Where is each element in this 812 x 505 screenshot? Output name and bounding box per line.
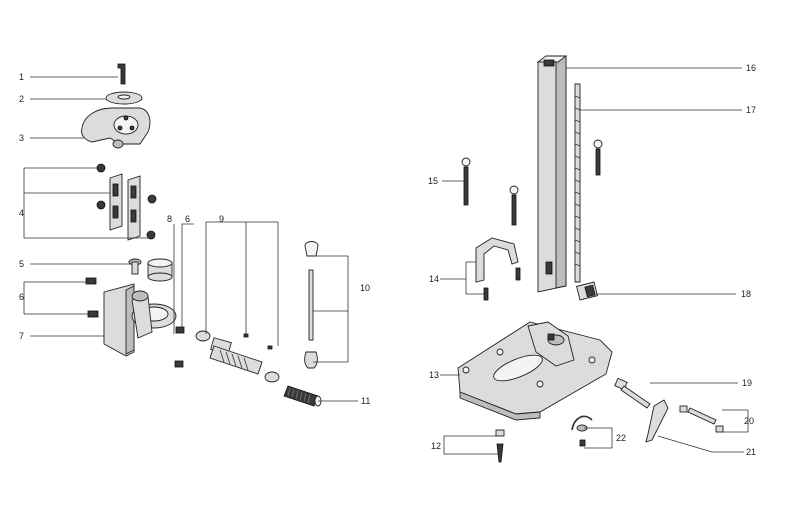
callout-4: 4 [19, 208, 24, 218]
part-14-u-bracket [475, 237, 521, 301]
part-6-screws [85, 277, 185, 368]
part-18-bushing [576, 281, 598, 301]
callout-10: 10 [360, 283, 370, 293]
callout-labels: 1 2 3 4 5 6 7 8 6 9 10 11 12 13 14 15 16… [19, 63, 756, 457]
callout-5: 5 [19, 259, 24, 269]
part-9-pinion-shaft [195, 330, 280, 383]
callout-6-left: 6 [19, 292, 24, 302]
part-8-sleeve [147, 258, 173, 282]
part-5-screw [128, 258, 142, 275]
part-16-column [536, 55, 568, 293]
part-13-base [457, 321, 613, 421]
part-7-bracket [103, 283, 177, 357]
callout-19: 19 [742, 378, 752, 388]
part-1-hex-key [117, 63, 126, 85]
part-19-threaded-rod [614, 377, 651, 409]
part-10-feed-handle [304, 241, 319, 369]
callout-20: 20 [744, 416, 754, 426]
callout-14: 14 [429, 274, 439, 284]
callout-17: 17 [746, 105, 756, 115]
callout-7: 7 [19, 331, 24, 341]
part-2-disc [105, 91, 143, 105]
callout-16: 16 [746, 63, 756, 73]
part-11-grip [283, 385, 322, 407]
callout-12: 12 [431, 441, 441, 451]
part-3-clamp-head [81, 107, 151, 149]
callout-11: 11 [361, 396, 370, 406]
callout-9: 9 [219, 214, 224, 224]
callout-2: 2 [19, 94, 24, 104]
part-4-guide-plates [96, 163, 157, 241]
callout-18: 18 [741, 289, 751, 299]
part-20-bolt-set [679, 405, 724, 433]
callout-13: 13 [429, 370, 439, 380]
callout-8: 8 [167, 214, 172, 224]
part-12-screw [495, 429, 505, 463]
callout-21: 21 [746, 447, 756, 457]
part-21-lever [645, 399, 669, 443]
leader-lines [23, 67, 749, 455]
part-15-eye-bolts [461, 139, 603, 226]
part-22-spring-screw [571, 415, 593, 447]
callout-6-right: 6 [185, 214, 190, 224]
part-17-rack [574, 83, 581, 283]
callout-22: 22 [616, 433, 626, 443]
callout-15: 15 [428, 176, 438, 186]
callout-1: 1 [19, 72, 24, 82]
callout-3: 3 [19, 133, 24, 143]
